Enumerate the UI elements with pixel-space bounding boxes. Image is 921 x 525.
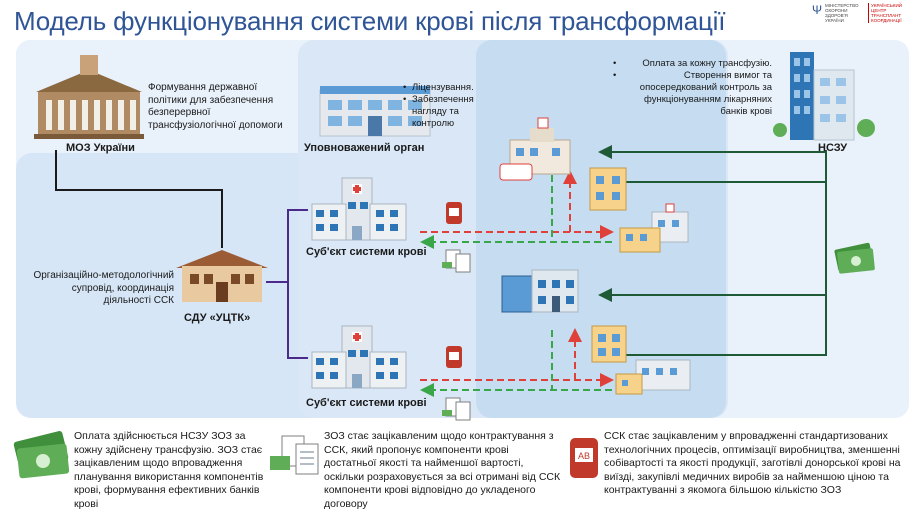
hospital-icon <box>619 203 689 253</box>
trident-icon: ψ <box>812 3 823 17</box>
money-stack-icon <box>13 431 70 479</box>
sdu-description: Організаційно-методологічний супровід, к… <box>33 270 174 306</box>
sdu-label: СДУ «УЦТК» <box>184 312 251 324</box>
supply-arrows <box>420 170 614 387</box>
nszu-payment-lines <box>598 145 827 362</box>
blood-type-text: AB <box>578 451 590 461</box>
logo: ψ Міністерство охорони здоров'я України … <box>812 3 918 37</box>
contract-document-icon <box>270 435 319 475</box>
authorized-bullets: Ліцензування. Забезпечення нагляду та ко… <box>402 82 497 130</box>
authorized-bullet-1: Ліцензування. <box>402 82 497 94</box>
payment-arrows <box>420 175 612 397</box>
logo-right-text: Український центр трансплант координації <box>868 3 912 23</box>
moz-description: Формування державної політики для забезп… <box>148 82 283 131</box>
contract-document-icon <box>442 397 471 421</box>
authorized-label: Уповноважений орган <box>304 142 425 154</box>
hospital-icon <box>615 359 691 395</box>
moz-sdu-connector <box>55 150 223 248</box>
blood-bag-icon <box>446 202 462 224</box>
logo-left-text: Міністерство охорони здоров'я України <box>825 3 859 23</box>
nszu-bullet-2: Створення вимог та опосередкований контр… <box>612 70 772 118</box>
ministry-building-icon <box>34 55 144 139</box>
nszu-label: НСЗУ <box>818 142 848 154</box>
money-stack-icon <box>834 242 875 274</box>
hospital-icon <box>591 325 627 363</box>
blood-bag-icon <box>446 346 462 368</box>
ssk-label-2: Суб'єкт системи крові <box>306 397 427 409</box>
nszu-bullet-1: Оплата за кожну трансфузію. <box>612 58 772 70</box>
bottom-text-payment: Оплата здійснюється НСЗУ ЗОЗ за кожну зд… <box>74 430 264 510</box>
hospital-icon <box>499 117 571 181</box>
bottom-text-ssk-interest: ССК стає зацікавленим у впровадженні ста… <box>604 430 901 496</box>
hospital-icon <box>311 177 407 241</box>
nszu-tower-icon <box>773 52 875 141</box>
ssk-label-1: Суб'єкт системи крові <box>306 246 427 258</box>
hospital-icon <box>311 325 407 389</box>
sdu-ssk-connectors <box>266 209 308 359</box>
sdu-building-icon <box>176 250 268 302</box>
hospital-icon <box>501 269 579 313</box>
contract-document-icon <box>442 249 471 273</box>
bottom-text-contracting: ЗОЗ стає зацікавленим щодо контрактуванн… <box>324 430 561 510</box>
zone-left <box>16 153 346 418</box>
nszu-bullets: Оплата за кожну трансфузію. Створення ви… <box>612 58 772 118</box>
blood-bag-icon: AB <box>570 438 598 478</box>
hospital-icon <box>589 167 627 211</box>
authorized-bullet-2: Забезпечення нагляду та контролю <box>402 94 497 130</box>
page-title: Модель функціонування системи крові післ… <box>14 6 726 36</box>
moz-label: МОЗ України <box>66 142 135 154</box>
